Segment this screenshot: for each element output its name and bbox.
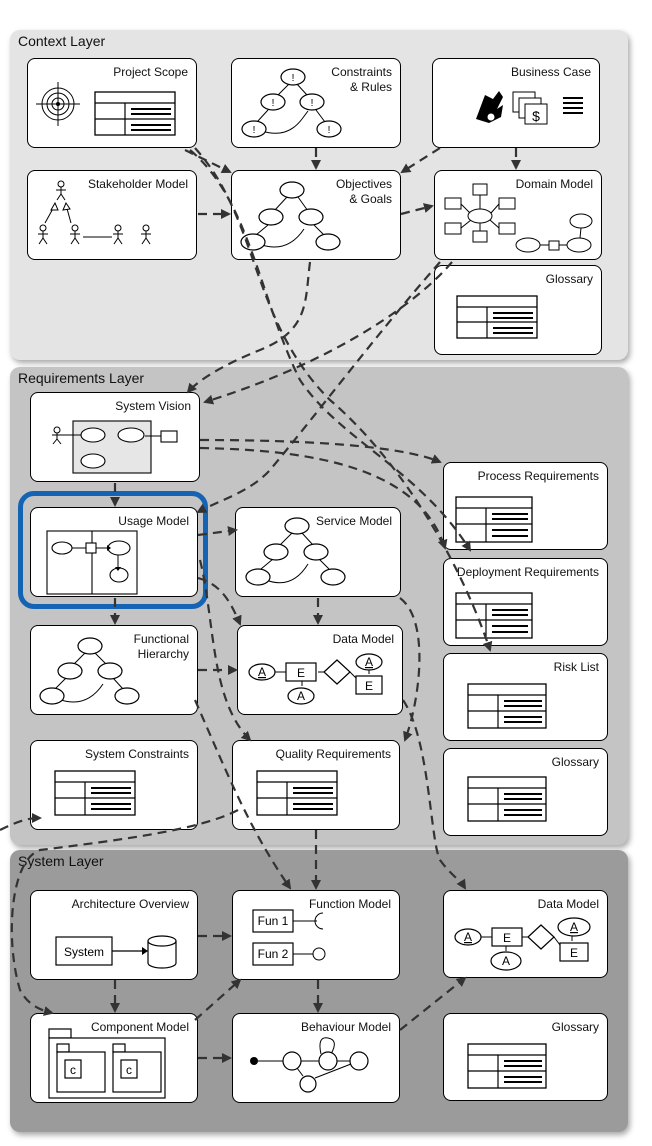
handshake-icon <box>476 91 503 123</box>
card-title: Function Model <box>308 897 391 911</box>
business-case-icon: $ <box>476 91 583 125</box>
card-system-constraints[interactable]: System Constraints <box>30 740 198 830</box>
constraints-graph-icon: ! ! ! ! ! <box>241 68 342 138</box>
target-icon <box>36 82 80 126</box>
function-tree-icon <box>39 637 140 705</box>
function-label: Fun 1 <box>258 914 289 928</box>
constraint-mark: ! <box>328 125 331 136</box>
card-usage-model[interactable]: Usage Model <box>30 507 198 597</box>
table-icon <box>456 295 538 339</box>
card-title: Process Requirements <box>477 469 599 483</box>
attribute-label: A <box>502 954 510 968</box>
card-title: Component Model <box>90 1020 189 1034</box>
table-icon <box>467 683 547 729</box>
card-function-model[interactable]: Function Model Fun 1 Fun 2 <box>232 890 400 980</box>
card-architecture-overview[interactable]: Architecture Overview System <box>30 890 198 980</box>
table-icon <box>54 770 136 816</box>
domain-model-icon <box>444 183 593 253</box>
money-icon <box>512 91 548 125</box>
activity-diagram-icon <box>46 530 138 595</box>
list-icon <box>563 97 583 114</box>
dollar-sign: $ <box>532 108 540 124</box>
attribute-label: A <box>297 689 305 703</box>
card-data-model-system[interactable]: Data Model A E A E A <box>443 890 608 978</box>
card-title: Usage Model <box>118 514 189 528</box>
context-layer-title: Context Layer <box>18 33 106 49</box>
stakeholder-actors-icon <box>38 180 151 245</box>
card-title: Behaviour Model <box>300 1020 391 1034</box>
constraint-mark: ! <box>311 98 314 109</box>
table-icon <box>256 770 338 816</box>
goal-graph-icon <box>240 181 341 251</box>
constraint-mark: ! <box>253 125 256 136</box>
card-system-vision[interactable]: System Vision <box>30 392 200 482</box>
card-title: Project Scope <box>113 65 188 79</box>
function-label: Fun 2 <box>258 947 289 961</box>
card-title: Glossary <box>545 272 593 286</box>
system-box-label: System <box>64 945 104 959</box>
service-graph-icon <box>245 517 346 586</box>
package-component-icon: c c <box>48 1028 166 1099</box>
card-risk-list[interactable]: Risk List <box>443 653 608 741</box>
card-objectives-goals[interactable]: Objectives & Goals <box>231 170 401 260</box>
card-title: System Constraints <box>84 747 189 761</box>
er-diagram-icon: A E A E A <box>454 917 591 971</box>
card-component-model[interactable]: Component Model c c <box>30 1013 198 1103</box>
constraint-mark: ! <box>272 98 275 109</box>
card-process-requirements[interactable]: Process Requirements <box>443 462 608 550</box>
card-project-scope[interactable]: Project Scope <box>27 58 197 148</box>
database-icon <box>147 935 177 969</box>
attribute-key-label: A <box>258 665 266 679</box>
card-domain-model[interactable]: Domain Model <box>434 170 602 260</box>
card-behaviour-model[interactable]: Behaviour Model <box>232 1013 400 1103</box>
table-icon <box>455 592 533 639</box>
attribute-key-label: A <box>365 655 373 669</box>
table-icon <box>467 1043 547 1089</box>
function-component-icon: Fun 1 Fun 2 <box>252 909 326 966</box>
entity-label: E <box>297 666 305 680</box>
table-icon <box>455 496 533 543</box>
card-title: Data Model <box>537 897 599 911</box>
architecture-icon: System <box>55 935 177 969</box>
entity-label: E <box>365 679 373 693</box>
requirements-layer-title: Requirements Layer <box>18 370 145 386</box>
constraint-mark: ! <box>292 73 295 84</box>
card-title: Glossary <box>551 755 599 769</box>
table-icon <box>94 91 176 136</box>
card-service-model[interactable]: Service Model <box>235 507 401 597</box>
attribute-key-label: A <box>464 930 472 944</box>
component-label: c <box>126 1063 132 1077</box>
table-icon <box>467 776 547 822</box>
component-label: c <box>70 1063 76 1077</box>
card-title: Risk List <box>553 660 599 674</box>
card-title: Deployment Requirements <box>456 565 599 579</box>
usage-model-highlight <box>18 491 208 609</box>
attribute-key-label: A <box>570 920 578 934</box>
entity-label: E <box>503 931 511 945</box>
card-title: Stakeholder Model <box>87 177 188 191</box>
system-layer-title: System Layer <box>18 853 104 869</box>
card-title: Domain Model <box>515 177 593 191</box>
card-title: Quality Requirements <box>275 747 391 761</box>
card-deployment-requirements[interactable]: Deployment Requirements <box>443 558 608 646</box>
card-quality-requirements[interactable]: Quality Requirements <box>232 740 400 830</box>
card-functional-hierarchy[interactable]: Functional Hierarchy <box>30 625 198 715</box>
card-title: Constraints & Rules <box>331 65 392 94</box>
card-stakeholder-model[interactable]: Stakeholder Model <box>27 170 197 260</box>
card-title: Business Case <box>510 65 591 79</box>
card-glossary-context[interactable]: Glossary <box>434 265 602 355</box>
card-data-model-requirements[interactable]: Data Model A E A E A <box>237 625 403 715</box>
card-glossary-system[interactable]: Glossary <box>443 1013 608 1101</box>
card-business-case[interactable]: Business Case $ <box>432 58 600 148</box>
er-diagram-icon: A E A E A <box>248 653 383 705</box>
card-glossary-requirements[interactable]: Glossary <box>443 748 608 836</box>
card-title: System Vision <box>115 399 191 413</box>
entity-label: E <box>570 946 578 960</box>
card-title: Functional Hierarchy <box>133 632 189 661</box>
use-case-icon <box>52 420 178 474</box>
state-machine-icon <box>250 1037 369 1093</box>
card-title: Glossary <box>551 1020 599 1034</box>
card-constraints-rules[interactable]: Constraints & Rules ! ! ! ! ! <box>231 58 401 148</box>
